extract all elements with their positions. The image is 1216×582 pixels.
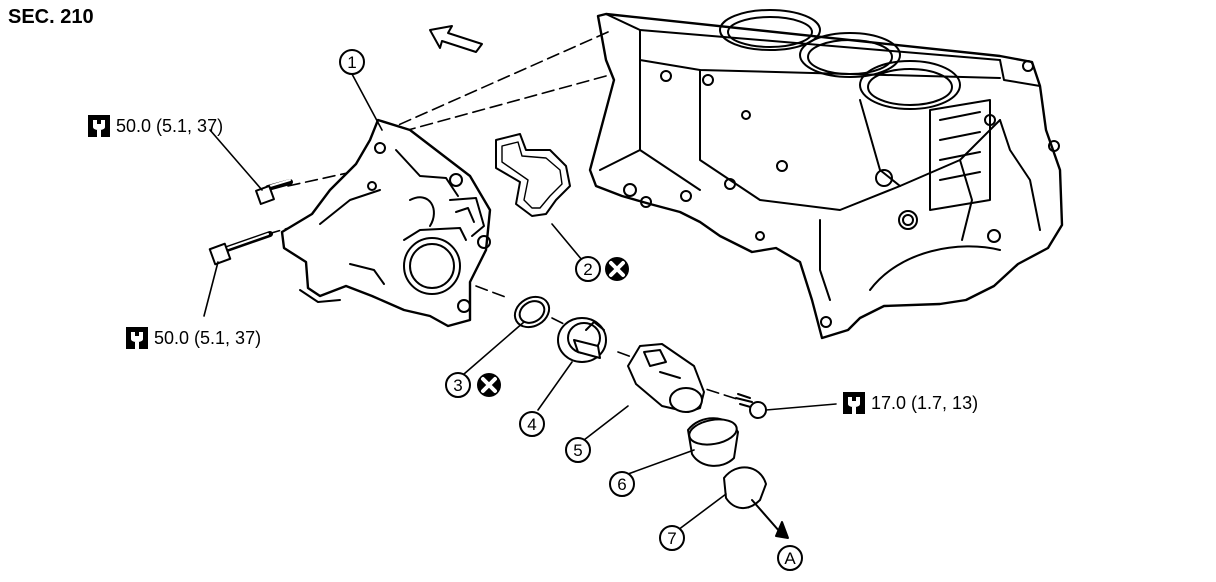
torque-wrench-icon xyxy=(126,327,148,349)
callout-7: 7 xyxy=(658,524,686,552)
callout-2: 2 xyxy=(574,255,602,283)
callout-1: 1 xyxy=(338,48,366,76)
callout-number: 6 xyxy=(617,475,626,494)
callout-number: 7 xyxy=(667,529,676,548)
outlet-bolt xyxy=(735,393,767,419)
torque-value: 50.0 (5.1, 37) xyxy=(154,327,262,348)
torque-wrench-icon xyxy=(843,392,865,414)
callout-number: 2 xyxy=(583,260,592,279)
water-outlet xyxy=(627,343,705,413)
cylinder-block xyxy=(588,9,1064,340)
torque-spec-lower-bolt: 50.0 (5.1, 37) xyxy=(126,327,261,349)
gasket xyxy=(495,133,571,217)
callout-4: 4 xyxy=(518,410,546,438)
torque-value: 17.0 (1.7, 13) xyxy=(871,392,979,413)
callout-number: 1 xyxy=(347,53,356,72)
callout-6: 6 xyxy=(608,470,636,498)
front-arrow-icon xyxy=(429,25,483,53)
callout-number: 3 xyxy=(453,376,462,395)
reference-label: A xyxy=(784,549,796,568)
do-not-reuse-icon xyxy=(604,256,630,282)
callout-number: 4 xyxy=(527,415,536,434)
hose-clamp xyxy=(687,417,739,467)
callout-5: 5 xyxy=(564,436,592,464)
torque-wrench-icon xyxy=(88,115,110,137)
rubber-ring xyxy=(513,295,551,329)
water-inlet-housing xyxy=(280,118,492,328)
leader-lines xyxy=(203,73,837,531)
thermostat xyxy=(557,317,607,363)
reference-a: A xyxy=(776,544,804,572)
hose xyxy=(723,466,767,509)
section-title: SEC. 210 xyxy=(8,6,94,28)
housing-bolt-upper xyxy=(255,179,293,205)
housing-bolt-lower xyxy=(208,231,273,266)
torque-value: 50.0 (5.1, 37) xyxy=(116,115,224,136)
torque-spec-upper-bolt: 50.0 (5.1, 37) xyxy=(88,115,223,137)
torque-spec-outlet-bolt: 17.0 (1.7, 13) xyxy=(843,392,978,414)
callout-3: 3 xyxy=(444,371,472,399)
callout-number: 5 xyxy=(573,441,582,460)
do-not-reuse-icon xyxy=(476,372,502,398)
